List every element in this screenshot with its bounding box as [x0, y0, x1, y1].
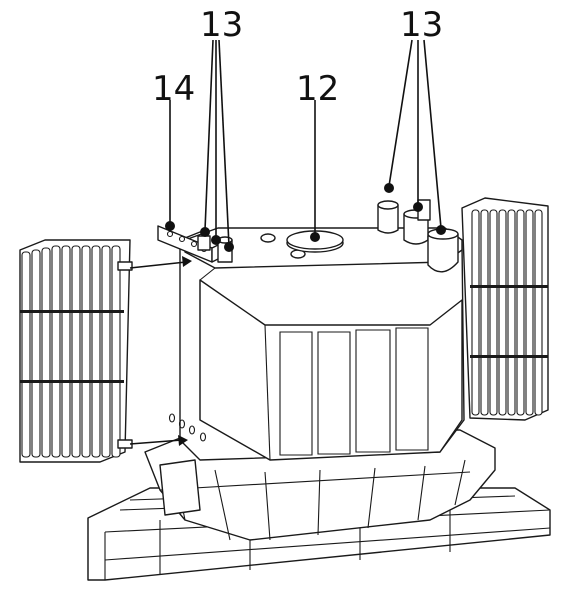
leader-12	[310, 100, 320, 242]
left-radiator	[19, 239, 133, 463]
leader-13-left	[200, 39, 234, 252]
leader-13-right	[384, 39, 446, 235]
left-radiator-fins	[21, 245, 121, 458]
valve-holes	[168, 413, 207, 442]
tank-body	[168, 231, 465, 461]
label-13-left: 13	[200, 5, 243, 45]
right-radiator	[461, 197, 549, 421]
label-13-right: 13	[400, 5, 443, 45]
right-radiator-fins	[471, 209, 543, 416]
label-12: 12	[296, 69, 339, 109]
leader-14	[165, 100, 175, 231]
mounting-arrows	[129, 256, 192, 446]
label-14: 14	[152, 69, 195, 109]
